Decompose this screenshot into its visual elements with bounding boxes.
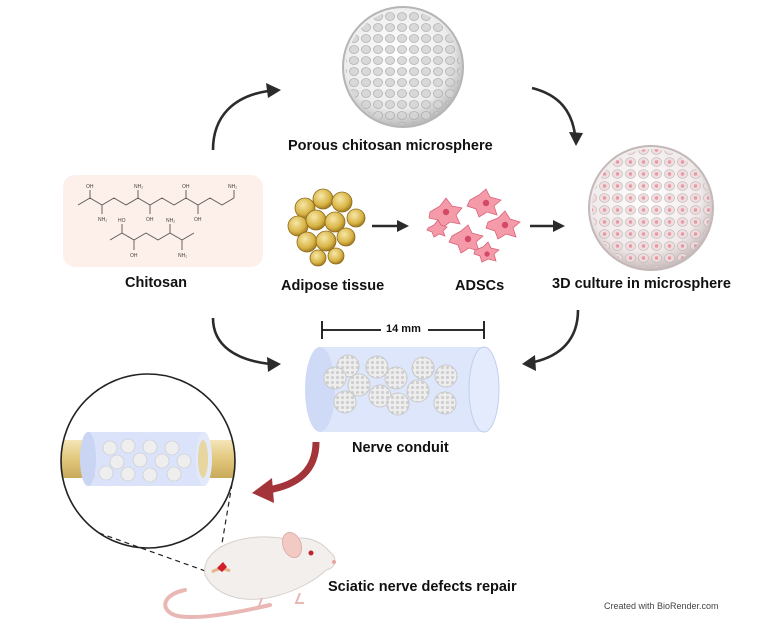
- arrow-heads: [266, 83, 583, 372]
- process-arrows: [211, 86, 580, 366]
- magnified-conduit-icon: [60, 373, 236, 574]
- svg-text:NH₂: NH₂: [98, 217, 107, 223]
- chitosan-label: Chitosan: [125, 275, 188, 291]
- svg-text:OH: OH: [194, 217, 202, 223]
- adipose-tissue-icon: [287, 188, 366, 267]
- arrow-chitosan-to-microsphere: [211, 89, 269, 151]
- arrow-microsphere-to-culture: [531, 86, 577, 136]
- scale-bar-label: 14 mm: [386, 323, 421, 335]
- svg-text:OH: OH: [182, 184, 190, 190]
- arrow-culture-to-conduit: [533, 309, 580, 364]
- rat-icon: [163, 532, 336, 620]
- svg-text:NH₂: NH₂: [134, 184, 143, 190]
- svg-text:HO: HO: [118, 218, 126, 224]
- svg-text:OH: OH: [86, 184, 94, 190]
- scale-bar: [321, 321, 485, 339]
- cell-laden-microsphere-icon: [588, 145, 714, 271]
- nerve-conduit-icon: [305, 346, 500, 433]
- biorender-credit: Created with BioRender.com: [604, 601, 719, 611]
- svg-text:OH: OH: [130, 253, 138, 259]
- svg-text:NH₂: NH₂: [166, 218, 175, 224]
- red-arrow: [252, 441, 320, 503]
- adscs-label: ADSCs: [455, 278, 505, 294]
- svg-text:OH: OH: [146, 217, 154, 223]
- sciatic-repair-label: Sciatic nerve defects repair: [328, 579, 517, 595]
- porous-microsphere-icon: [342, 6, 464, 128]
- svg-text:NH₂: NH₂: [178, 253, 187, 259]
- culture-3d-label: 3D culture in microsphere: [552, 276, 731, 292]
- arrow-chitosan-to-conduit: [211, 317, 271, 366]
- nerve-conduit-label: Nerve conduit: [352, 440, 449, 456]
- porous-microsphere-label: Porous chitosan microsphere: [288, 138, 493, 154]
- chitosan-structure-icon: OH NH₂ OH NH₂ NH₂ OH OH HO NH₂ OH NH₂: [63, 175, 263, 267]
- adsc-cells-icon: [426, 188, 521, 263]
- adipose-tissue-label: Adipose tissue: [281, 278, 385, 294]
- svg-text:NH₂: NH₂: [228, 184, 237, 190]
